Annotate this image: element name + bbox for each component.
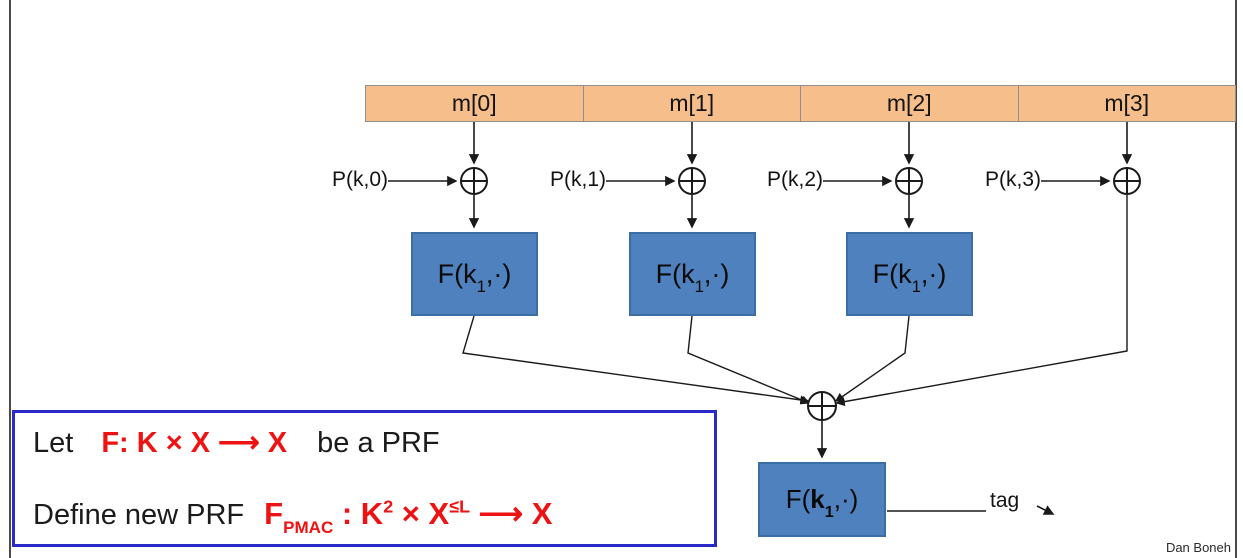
final-prf-pre: F( [785,484,811,514]
prf-box-1-label: F(k1,·) [655,258,730,295]
message-blocks-row: m[0] m[1] m[2] m[3] [365,85,1236,122]
mask-label-p0: P(k,0) [331,168,388,191]
line2-prefix: Define new PRF [33,498,245,531]
line2-math-arrow: ⟶ [470,495,532,531]
final-prf-post: ,·) [833,484,859,514]
prf-label-pre: F(k [872,258,912,289]
xor-icon-1 [678,167,706,195]
final-prf-box: F(k1,·) [758,462,886,537]
prf-box-0: F(k1,·) [411,232,538,316]
slide-edge-right [1235,0,1237,558]
line1-prefix: Let [33,427,74,459]
formula-line-1: Let F: K × X ⟶ X be a PRF [33,427,696,460]
prf-box-2: F(k1,·) [846,232,973,316]
xor-icon-2 [895,167,923,195]
message-to-xor-arrows [468,122,1133,165]
line2-math-f: F [264,495,284,531]
xor-icon-final [807,391,837,421]
formula-line-2: Define new PRF FPMAC : K2 × X≤L ⟶ X [33,495,696,537]
prf-box-2-label: F(k1,·) [872,258,947,295]
slide-edge-left [9,0,11,558]
message-block-m3: m[3] [1017,85,1236,122]
line2-math: FPMAC : K2 × X≤L ⟶ X [264,495,553,537]
prf-label-sub: 1 [476,276,486,296]
prf-label-pre: F(k [655,258,695,289]
message-block-m0: m[0] [365,85,583,122]
line2-math-sup2: ≤L [449,496,471,517]
xor-icon-3 [1113,167,1141,195]
line2-math-fsub: PMAC [283,518,334,538]
tag-output-arrow [887,505,1055,515]
message-block-m1: m[1] [582,85,800,122]
line2-math-mid2: × X [393,495,450,531]
line1-math: F: K × X ⟶ X [101,427,288,459]
attribution: Dan Boneh [1165,540,1231,555]
final-prf-key: k [810,484,825,514]
prf-label-post: ,·) [920,258,947,289]
mask-label-p2: P(k,2) [766,168,823,191]
line2-math-end: X [531,495,553,531]
prf-box-1: F(k1,·) [629,232,756,316]
prf-box-0-label: F(k1,·) [437,258,512,295]
prf-label-sub: 1 [694,276,704,296]
prf-label-sub: 1 [911,276,921,296]
line2-math-sup1: 2 [383,496,394,517]
mask-label-p3: P(k,3) [984,168,1041,191]
final-prf-label: F(k1,·) [785,484,859,520]
xor-icon-0 [460,167,488,195]
final-prf-key-sub: 1 [824,503,834,522]
prf-label-pre: F(k [437,258,477,289]
mask-label-p1: P(k,1) [549,168,606,191]
convergence-lines [462,195,1128,407]
line1-suffix: be a PRF [317,427,440,459]
xor-to-prf-arrows [468,195,915,229]
tag-label: tag [990,489,1020,512]
message-block-m2: m[2] [800,85,1018,122]
line2-math-mid1: : K [333,495,384,531]
prf-label-post: ,·) [485,258,512,289]
prf-label-post: ,·) [703,258,730,289]
xor-icon-row [460,167,1141,195]
